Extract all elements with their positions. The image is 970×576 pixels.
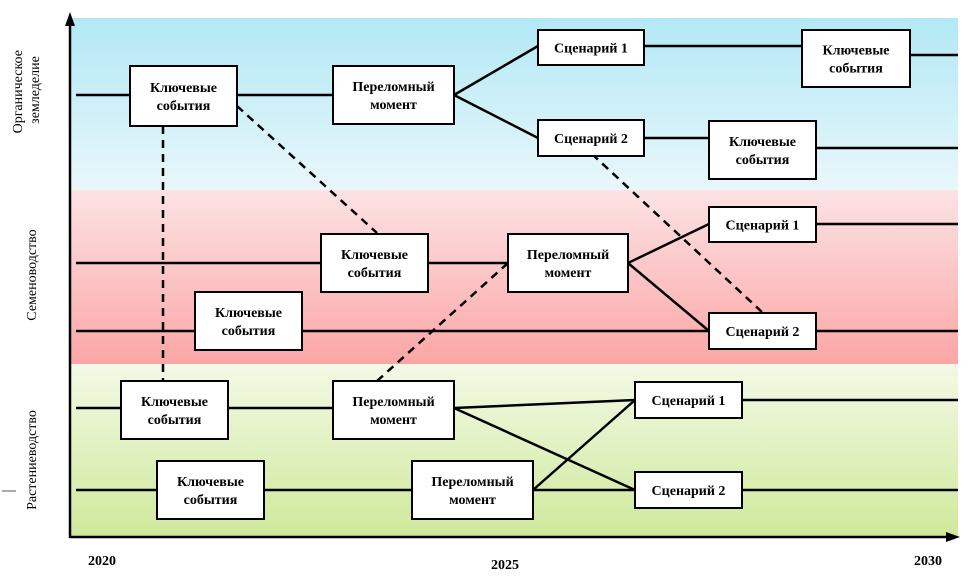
dashed-connections [161,105,764,382]
plant-key-events-box: Ключевые события [120,380,229,440]
node-label: Сценарий 2 [554,132,628,147]
dashed-organic-key-to-seed-key [236,105,378,234]
dashed-plant-turn-to-seed-turn [376,262,509,382]
node-label: Ключевые [141,395,208,410]
node-frame [332,380,455,440]
lane-label-organic: Органическое земледелие [11,47,43,134]
plant-line-turn-to-sc1 [453,398,636,410]
plant-turning-point-box: Переломный момент [332,380,455,440]
plant-key-events-box-2: Ключевые события [156,460,265,520]
node-label: Переломный [527,248,609,263]
organic-line-turn-to-sc2 [453,93,539,140]
node-label: Сценарий 1 [652,394,726,409]
node-label: Сценарий 1 [726,219,800,234]
node-label: Сценарий 1 [554,42,628,57]
lane-label-plant: Растениеводство [25,410,40,510]
seed-scenario-1-box: Сценарий 1 [708,206,817,243]
node-label: Переломный [352,395,434,410]
axes [65,12,960,542]
seed-key-events-box-2: Ключевые события [194,291,303,351]
node-frame [708,312,817,350]
organic-scenario-2-box: Сценарий 2 [537,119,645,157]
node-label: события [736,153,790,168]
node-frame [129,65,238,127]
year-label-2030: 2030 [914,554,942,569]
seed-line-turn-to-sc1 [627,222,710,265]
plant-turning-point-box-2: Переломный момент [411,460,534,520]
node-frame [708,206,817,243]
node-label: момент [370,98,417,113]
node-label: Переломный [352,80,434,95]
node-frame [156,460,265,520]
node-frame [634,381,743,419]
node-frame [411,460,534,520]
organic-key-events-box: Ключевые события [129,65,238,127]
plant-scenario-2-box: Сценарий 2 [634,471,743,509]
node-frame [332,65,455,125]
node-label: момент [545,266,592,281]
node-label: Ключевые [215,306,282,321]
node-label: Ключевые [729,135,796,150]
organic-key-events-box-3: Ключевые события [708,120,817,180]
node-label: события [157,99,211,114]
node-label: события [148,413,202,428]
seed-scenario-2-box: Сценарий 2 [708,312,817,350]
plant-line-turn2-to-sc1 [532,399,636,491]
node-frame [507,233,629,293]
seed-key-events-box: Ключевые события [320,233,429,293]
node-label: события [829,62,883,77]
year-label-2020: 2020 [88,554,116,569]
node-frame [537,29,645,66]
lane-label-seed: Семеноводство [25,229,40,320]
node-label: Сценарий 2 [726,325,800,340]
node-frame [120,380,229,440]
node-label: Сценарий 2 [652,484,726,499]
node-label: Ключевые [150,81,217,96]
plant-line-turn-to-sc2 [453,406,636,492]
node-label: момент [370,413,417,428]
node-frame [320,233,429,293]
plant-scenario-1-box: Сценарий 1 [634,381,743,419]
nodes: Ключевые события Переломный момент Сценари… [120,29,911,520]
node-frame [537,119,645,157]
node-frame [194,291,303,351]
x-axis-arrow-icon [946,532,960,542]
seed-turning-point-box: Переломный момент [507,233,629,293]
node-label: момент [449,493,496,508]
solid-connections [76,44,958,492]
node-frame [634,471,743,509]
seed-line-turn-to-sc2 [627,262,710,332]
node-label: события [222,324,276,339]
year-label-2025: 2025 [491,558,519,573]
node-label: события [184,493,238,508]
organic-turning-point-box: Переломный момент [332,65,455,125]
dashed-organic-sc2-to-seed-sc2 [591,153,764,314]
node-label: Переломный [431,475,513,490]
organic-key-events-box-2: Ключевые события [801,29,911,88]
node-label: Ключевые [823,44,890,59]
y-axis-arrow-icon [65,12,75,26]
node-label: Ключевые [341,248,408,263]
node-label: события [348,266,402,281]
organic-scenario-1-box: Сценарий 1 [537,29,645,66]
node-frame [801,29,911,88]
node-frame [708,120,817,180]
node-label: Ключевые [177,475,244,490]
organic-line-turn-to-sc1 [453,44,539,97]
